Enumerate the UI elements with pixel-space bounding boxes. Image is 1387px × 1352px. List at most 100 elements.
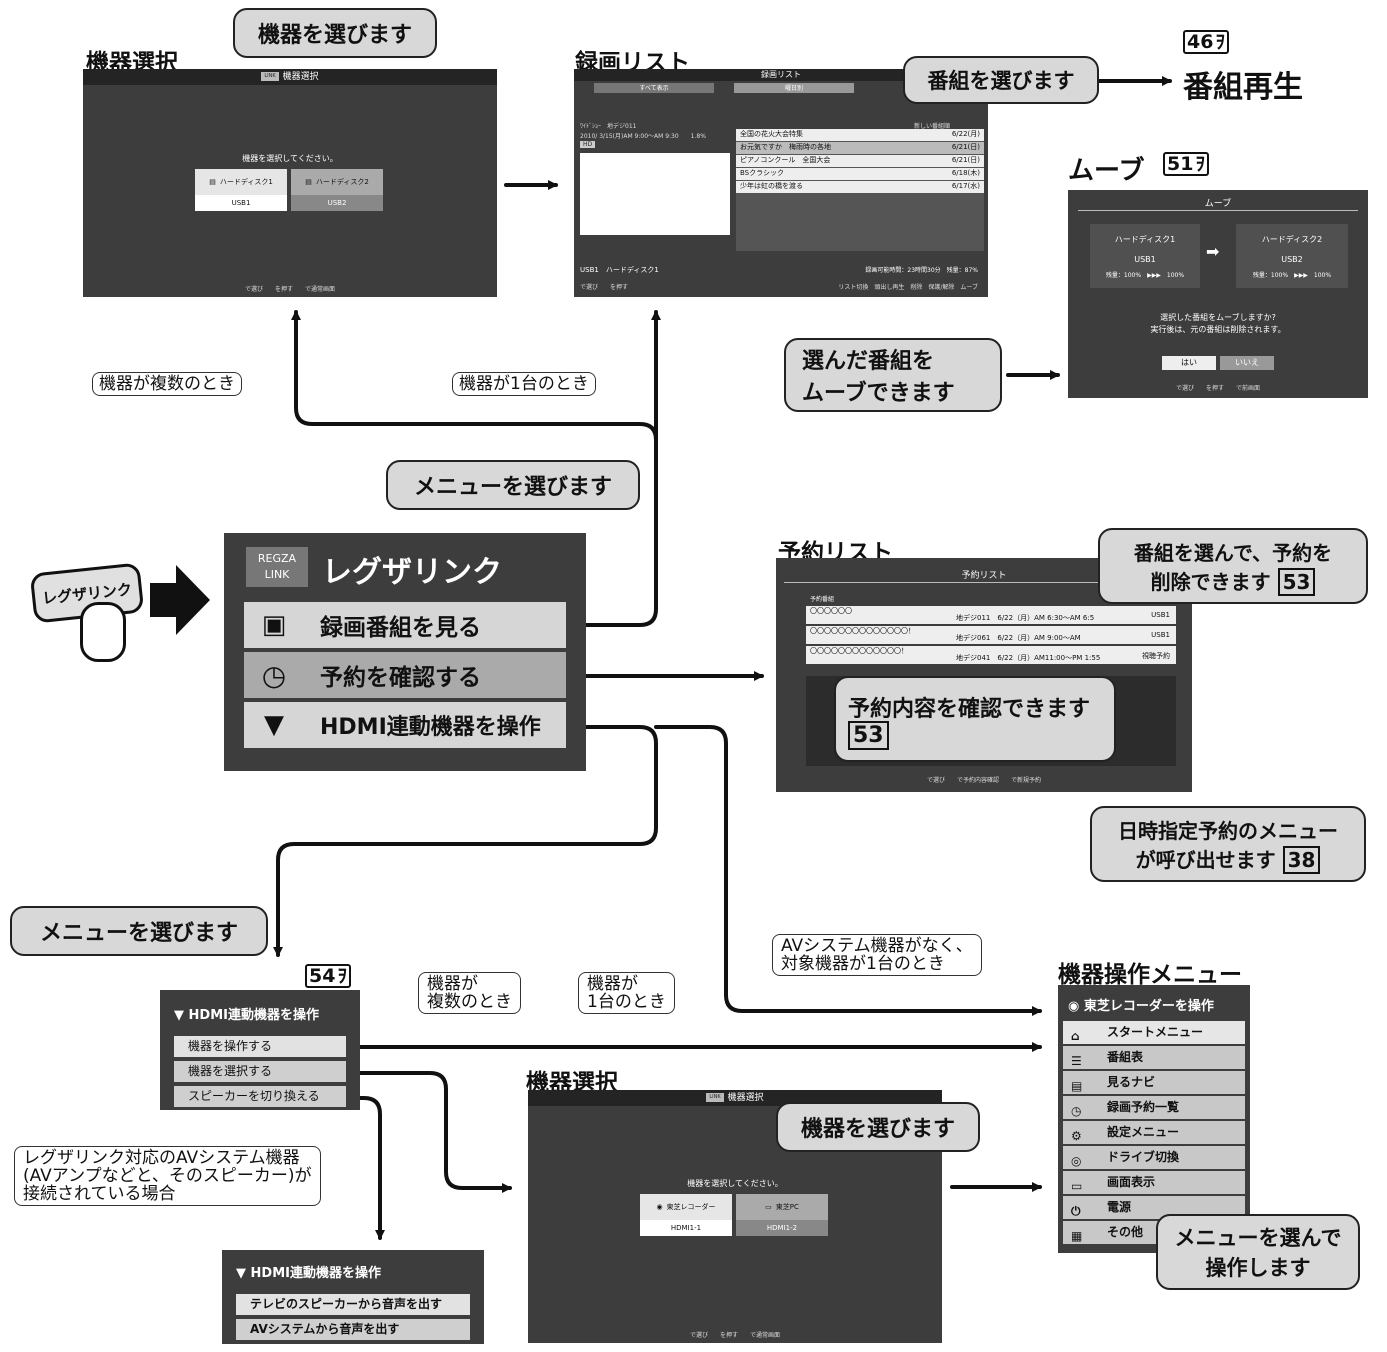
device-card-recorder[interactable]: ◉東芝レコーダー HDMI1-1	[640, 1194, 732, 1236]
remain-label: 録画可能時間：23時間30分 残量：87%	[865, 267, 978, 274]
callout-choose-menu-main: メニューを選びます	[386, 460, 640, 510]
callout-choose-menu-hdmi: メニューを選びます	[10, 906, 268, 956]
hdd-icon: ▤	[305, 178, 312, 186]
clock-icon: ◷	[261, 658, 287, 692]
device-card-hdd1[interactable]: ▤ハードディスク1 USB1	[195, 169, 287, 211]
callout-move-program: 選んだ番組をムーブできます	[784, 338, 1002, 412]
tab-day[interactable]: 曜日別	[734, 83, 854, 93]
hd-badge: HD	[580, 141, 596, 148]
navi-icon: ▤	[1071, 1079, 1083, 1093]
op-item-display[interactable]: ▭画面表示	[1063, 1171, 1245, 1194]
preview-box	[580, 153, 730, 235]
title-move: ムーブ	[1068, 156, 1145, 186]
hdmi-menu-title: ▼ HDMI連動機器を操作	[174, 1008, 319, 1023]
program-guide-icon: ☰	[1071, 1054, 1082, 1068]
others-icon: ▦	[1071, 1229, 1083, 1243]
move-from-card: ハードディスク1 USB1 残量：100% ▶▶▶ 100%	[1090, 224, 1200, 288]
device-card-pc[interactable]: ▭東芝PC HDMI1-2	[736, 1194, 828, 1236]
display-icon: ▭	[1071, 1179, 1083, 1193]
device-operation-menu: ◉ 東芝レコーダーを操作 ⌂スタートメニュー ☰番組表 ▤見るナビ ◷録画予約一…	[1058, 985, 1250, 1253]
header: 予約番組	[810, 596, 835, 603]
pc-icon: ▭	[765, 1203, 772, 1211]
note-av-none: AVシステム機器がなく、対象機器が1台のとき	[772, 934, 982, 976]
callout-date-menu: 日時指定予約のメニューが呼び出せます 38	[1090, 806, 1366, 882]
recorder-icon: ◉	[656, 1203, 663, 1211]
hdmi-plug-icon: ▼	[174, 1008, 184, 1023]
note-multi-devices: 機器が複数のとき	[92, 372, 242, 396]
prompt: 機器を選択してください。	[242, 154, 338, 163]
speaker-item-av[interactable]: AVシステムから音声を出す	[236, 1319, 470, 1340]
device-card-hdd2[interactable]: ▤ハードディスク2 USB2	[291, 169, 383, 211]
tab-all[interactable]: すべて表示	[594, 83, 714, 93]
op-item-program-guide[interactable]: ☰番組表	[1063, 1046, 1245, 1069]
op-item-start-menu[interactable]: ⌂スタートメニュー	[1063, 1021, 1245, 1044]
note-av-connected: レグザリンク対応のAVシステム機器(AVアンプなどと、そのスピーカー)が接続され…	[14, 1146, 321, 1206]
menu-item-check-reservations[interactable]: ◷予約を確認する	[244, 652, 566, 698]
list-item[interactable]: 〇〇〇〇〇〇〇〇〇〇〇〇〇！地デジ041 6/22（月）AM11:00～PM 1…	[806, 646, 1176, 664]
yes-button[interactable]: はい	[1162, 356, 1216, 370]
op-item-navi[interactable]: ▤見るナビ	[1063, 1071, 1245, 1094]
big-arrow-shape	[150, 565, 210, 635]
menu-title: レグザリンク	[322, 555, 502, 590]
hdmi-item-select[interactable]: 機器を選択する	[174, 1061, 346, 1082]
hdmi-plug-icon: ▼	[236, 1266, 246, 1281]
rec-list-icon: ◷	[1071, 1104, 1082, 1118]
menu-item-hdmi-control[interactable]: ▼HDMI連動機器を操作	[244, 702, 566, 748]
info-2: 2010/ 3/15(月)AM 9:00～AM 9:30 1.8%	[580, 133, 706, 140]
note-multi-devices-2: 機器が複数のとき	[418, 972, 521, 1014]
hdmi-item-speaker[interactable]: スピーカーを切り換える	[174, 1086, 346, 1107]
speaker-item-tv[interactable]: テレビのスピーカーから音声を出す	[236, 1294, 470, 1315]
hdmi-menu: ▼ HDMI連動機器を操作 機器を操作する 機器を選択する スピーカーを切り換え…	[160, 990, 360, 1110]
footer: で選び で予約内容確認 で新規予約	[926, 777, 1041, 784]
info-1: ﾜｲﾄﾞｼｮｰ 地デジ011	[580, 123, 637, 130]
callout-choose-device-top: 機器を選びます	[233, 8, 437, 58]
speaker-menu: ▼ HDMI連動機器を操作 テレビのスピーカーから音声を出す AVシステムから音…	[222, 1250, 484, 1344]
menu-item-watch-recordings[interactable]: ▣録画番組を見る	[244, 602, 566, 648]
callout-choose-device-bottom: 機器を選びます	[776, 1102, 980, 1152]
hdmi-item-operate[interactable]: 機器を操作する	[174, 1036, 346, 1057]
recorder-icon: ◉	[1068, 999, 1080, 1014]
footer: で選び を押す で前画面	[1175, 385, 1260, 392]
callout-delete-reserve: 番組を選んで、予約を削除できます 53	[1098, 528, 1368, 604]
callout-operate: メニューを選んで操作します	[1156, 1214, 1360, 1290]
note-single-device: 機器が1台のとき	[452, 372, 596, 396]
hand-icon	[80, 602, 126, 662]
screen-title: 録画リスト	[574, 69, 988, 81]
op-menu-title: ◉ 東芝レコーダーを操作	[1068, 999, 1214, 1014]
regza-badge: LINK	[706, 1093, 724, 1102]
prompt: 機器を選択してください。	[687, 1179, 783, 1188]
film-icon: ▣	[261, 610, 287, 640]
screen-title: 予約リスト	[961, 571, 1007, 581]
op-item-drive-switch[interactable]: ◎ドライブ切換	[1063, 1146, 1245, 1169]
sort-label: 新しい番組順	[914, 123, 951, 130]
hdmi-plug-icon: ▼	[264, 710, 284, 740]
start-menu-icon: ⌂	[1071, 1029, 1080, 1043]
question-2: 実行後は、元の番組は削除されます。	[1150, 325, 1286, 334]
op-item-rec-list[interactable]: ◷録画予約一覧	[1063, 1096, 1245, 1119]
op-item-settings[interactable]: ⚙設定メニュー	[1063, 1121, 1245, 1144]
speaker-menu-title: ▼ HDMI連動機器を操作	[236, 1266, 381, 1281]
no-button[interactable]: いいえ	[1220, 356, 1274, 370]
move-to-card: ハードディスク2 USB2 残量：100% ▶▶▶ 100%	[1236, 224, 1348, 288]
op-item-power[interactable]: ⏻電源	[1063, 1196, 1245, 1219]
gear-icon: ⚙	[1071, 1129, 1082, 1143]
drive-switch-icon: ◎	[1071, 1154, 1082, 1168]
screen-title: ムーブ	[1204, 199, 1232, 209]
title-play: 番組再生	[1183, 70, 1303, 105]
